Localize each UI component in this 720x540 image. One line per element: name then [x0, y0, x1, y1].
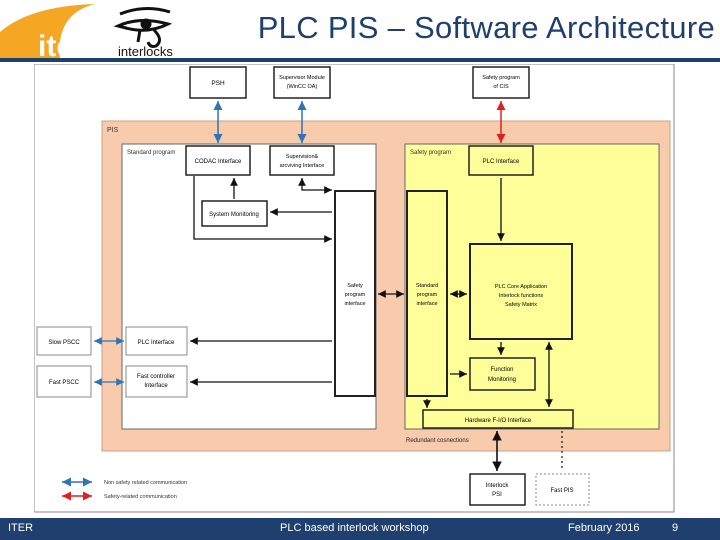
logo-text: iter [38, 30, 85, 60]
footer-event: PLC based interlock workshop [280, 522, 429, 534]
footer-date: February 2016 [568, 522, 640, 534]
core-label-1: PLC Core Application [495, 284, 547, 290]
interlock-psi-box [469, 473, 526, 506]
safety-program-interface-box [334, 190, 376, 397]
supervisor-label-1: Supervisor Module [279, 75, 325, 81]
cis-safety-label-2: of CIS [493, 84, 509, 90]
supervision-safety-iface-arrow [298, 178, 332, 194]
safety-program-label: Safety program [410, 150, 451, 156]
system-monitoring-box [201, 200, 268, 227]
cis-safety-label-1: Safety program [482, 75, 520, 81]
hw-fio-label: Hardware F-I/O Interface [465, 418, 532, 424]
fast-controller-interface-box [125, 365, 188, 398]
footer-page-number: 9 [672, 522, 679, 534]
fast-pscc-box [36, 365, 92, 398]
footer-bar [0, 518, 720, 540]
supervisor-module-box [273, 66, 331, 99]
plc-interface-safety-box [468, 145, 534, 176]
safety-iface-label-2: program [345, 292, 366, 298]
psh-box [189, 66, 247, 99]
std-iface-label-2: program [417, 292, 438, 298]
slow-pscc-label: Slow PSCC [48, 340, 80, 346]
core-label-2: Interlock functions [499, 293, 544, 299]
redundant-connections-label: Redundant cosnections [406, 438, 469, 444]
supervision-label-2: arcviving Interface [280, 163, 325, 169]
legend-safety-label: Safety-related communication [104, 494, 177, 500]
supervision-label-1: Supervision& [286, 154, 319, 160]
std-iface-label-3: interface [416, 301, 437, 307]
plc-interface-std-label: PLC Interface [138, 340, 175, 346]
psh-label: PSH [211, 80, 225, 87]
hardware-fio-interface-box [422, 409, 574, 429]
interlock-psi-label-1: Interlock [486, 483, 510, 489]
iter-logo: iter interlocks [0, 4, 173, 60]
supervisor-label-2: (WinCC OA) [287, 84, 318, 90]
footer-org: ITER [8, 522, 34, 534]
fast-pis-box [535, 473, 590, 506]
function-mon-label-2: Monitoring [488, 377, 516, 383]
logo-swoosh-shape [0, 4, 95, 60]
function-monitoring-box [469, 357, 536, 391]
pis-label: PIS [107, 127, 119, 134]
codac-interface-box [185, 145, 251, 176]
interlock-psi-label-2: PSI [492, 492, 502, 498]
fast-pis-label: Fast PIS [550, 488, 573, 494]
slow-pscc-box [36, 326, 92, 356]
fast-pscc-label: Fast PSCC [49, 380, 80, 386]
cis-safety-program-box [472, 66, 530, 99]
codac-interface-label: CODAC Interface [195, 159, 242, 165]
standard-program-label: Standard program [127, 150, 175, 156]
eye-of-horus-icon [113, 7, 173, 48]
architecture-diagram: PIS Standard program Safety program PSH … [34, 64, 675, 513]
system-monitoring-label: System Monitoring [209, 212, 259, 218]
fast-ctrl-label-2: Interface [144, 383, 168, 389]
supervision-interface-box [269, 145, 335, 176]
function-mon-label-1: Function [490, 367, 513, 373]
plc-core-application-box [469, 243, 573, 340]
safety-iface-label-3: interface [344, 301, 365, 307]
header-rule [0, 58, 720, 62]
page-title: PLC PIS – Software Architecture [257, 10, 715, 45]
logo-subtitle: interlocks [118, 44, 173, 59]
safety-iface-label-1: Safety [347, 283, 363, 289]
std-iface-label-1: Standard [416, 283, 438, 289]
plc-interface-std-box [125, 326, 188, 356]
codac-safety-iface-arrow [193, 176, 332, 243]
standard-program-interface-box [406, 190, 448, 397]
core-label-3: Safety Matrix [505, 302, 537, 308]
plc-interface-safety-label: PLC Interface [483, 159, 520, 165]
fast-ctrl-label-1: Fast controller [137, 374, 175, 380]
legend-non-safety-label: Non safety related communication [104, 480, 187, 486]
header: iter interlocks PLC PIS – Software Archi… [0, 0, 720, 62]
